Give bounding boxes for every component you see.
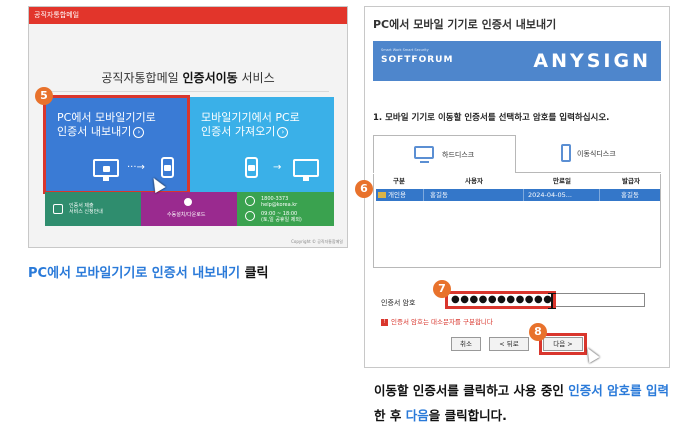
column-header-expiry: 만료일 [553,177,571,185]
phone-icon [161,157,174,178]
document-icon [53,204,63,214]
right-caption: 이동할 인증서를 클릭하고 사용 중인 인증서 암호를 입력한 후 다음을 클릭… [374,383,669,423]
cell-expiry: 2024-04-05... [524,189,600,201]
monitor-icon [293,159,319,181]
column-header-issuer: 발급자 [622,177,640,185]
storage-tabs: 하드디스크 이동식디스크 [373,135,661,173]
lock-icon [248,165,255,171]
import-tile-line1: 모바일기기에서 PC로 [201,111,300,124]
step-badge: 6 [355,180,373,198]
service-hours: 09:00 ~ 18:00 [261,211,298,217]
page-title: 공직자통합메일 인증서이동 서비스 [101,71,275,85]
password-value: ●●●●●●●●●●● [451,294,553,305]
monitor-icon [414,146,434,163]
manual-install-tile[interactable]: 수동설치/다운로드 [141,192,237,226]
anysign-logo: ANYSIGN [533,50,651,72]
service-hours-note: (토,일 공휴일 제외) [261,217,302,223]
password-label: 인증서 암호 [381,299,416,307]
step-badge: 8 [529,323,547,341]
chevron-right-icon: › [133,126,145,138]
phone-number: 1800-3373 [261,196,289,202]
contact-tile: 1800-3373 help@korea.kr 09:00 ~ 18:00 (토… [237,192,334,226]
cell-user: 홍길동 [426,189,524,201]
cell-type: 개인용 [378,189,424,201]
certificate-submit-tile[interactable]: 인증서 제출 서비스 신청안내 [45,192,141,226]
usb-drive-icon [561,144,571,162]
tab-removable-disk[interactable]: 이동식디스크 [517,135,661,173]
export-tile-line2: 인증서 내보내기 [57,125,132,138]
instruction-text: 1. 모바일 기기로 이동할 인증서를 선택하고 암호를 입력하십시오. [373,113,610,123]
chevron-right-icon: › [277,126,289,138]
monitor-icon [93,159,119,181]
cell-issuer: 홍길동 [621,191,639,199]
copyright-text: Copyright © 공직자통합메일 [291,239,343,244]
column-header-user: 사용자 [465,177,483,185]
export-certificate-dialog: PC에서 모바일 기기로 인증서 내보내기 Smart Work Smart S… [364,6,670,368]
export-tile-highlight [43,95,190,194]
dialog-title: PC에서 모바일 기기로 인증서 내보내기 [373,18,557,31]
certificate-table: 구분 사용자 만료일 발급자 개인용 홍길동 2024-04-05... 홍길동 [373,174,661,268]
dashed-arrow-icon: ···→ [127,162,145,173]
lock-icon [103,166,110,172]
export-certificate-tile[interactable]: PC에서 모바일기기로 인증서 내보내기› ···→ [45,97,188,192]
download-icon [184,198,192,206]
next-button-highlight [539,333,587,355]
tab-hard-disk[interactable]: 하드디스크 [373,135,516,173]
banner-tagline: Smart Work Smart Security [381,48,429,52]
cancel-button[interactable]: 취소 [451,337,481,351]
window-title: 공직자통합메일 [29,7,347,24]
step-badge: 7 [433,280,451,298]
certificate-icon [378,192,386,198]
step-badge: 5 [35,87,53,105]
back-button[interactable]: < 뒤로 [489,337,529,351]
clock-icon [245,211,255,221]
anysign-banner: Smart Work Smart Security SOFTFORUM ANYS… [373,41,661,81]
left-screenshot: 공직자통합메일 공직자통합메일 인증서이동 서비스 PC에서 모바일기기로 인증… [28,6,348,248]
arrow-right-icon: → [273,162,282,173]
lock-icon [164,165,171,171]
left-caption: PC에서 모바일기기로 인증서 내보내기 클릭 [28,266,269,281]
import-tile-line2: 인증서 가져오기 [201,125,276,138]
export-tile-line1: PC에서 모바일기기로 [57,111,156,124]
password-warning: !인증서 암호는 대소문자를 구분합니다 [381,316,493,326]
help-email: help@korea.kr [261,202,298,208]
title-divider [47,91,329,92]
next-button[interactable]: 다음 > [543,337,583,351]
table-row[interactable]: 개인용 홍길동 2024-04-05... 홍길동 [376,189,660,201]
warning-icon: ! [381,318,388,326]
text-cursor-icon [548,293,556,309]
softforum-logo: SOFTFORUM [381,55,454,65]
import-certificate-tile[interactable]: 모바일기기에서 PC로 인증서 가져오기› → [189,97,334,192]
phone-call-icon [245,196,255,206]
password-highlight [445,291,556,309]
column-header-type: 구분 [393,177,405,185]
phone-icon [245,157,258,178]
